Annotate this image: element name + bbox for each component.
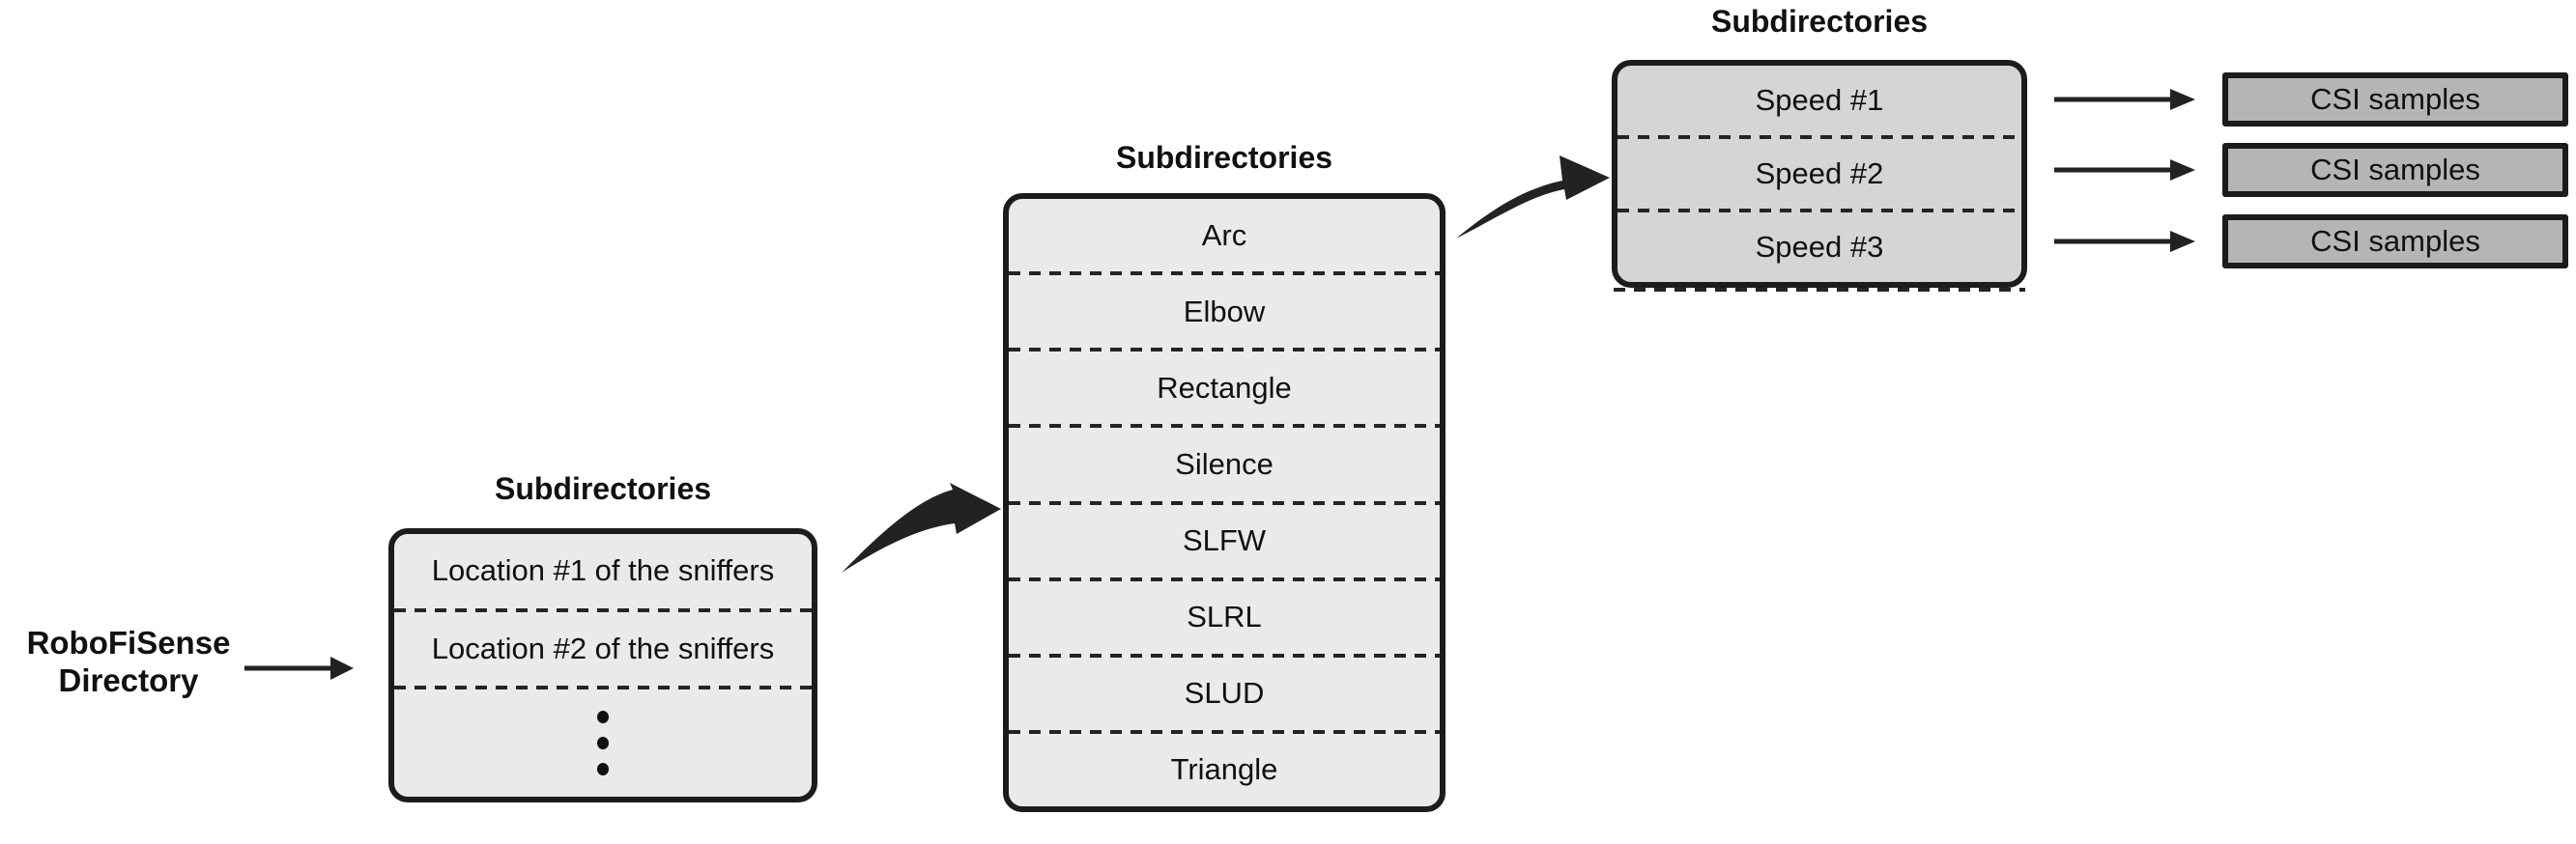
csi-samples-box-2: CSI samples — [2222, 143, 2568, 197]
speeds-row-2: Speed #2 — [1755, 156, 1884, 190]
activities-box: Arc Elbow Rectangle Silence SLFW SLRL SL… — [1003, 193, 1445, 812]
locations-row-1: Location #1 of the sniffers — [431, 553, 775, 588]
arrow-head — [2170, 89, 2195, 110]
dashed-divider — [1009, 500, 1440, 505]
arrow-speed3-to-csi-icon — [2054, 231, 2195, 252]
arrow-root-to-locations-icon — [244, 657, 354, 680]
dashed-divider — [394, 607, 812, 612]
activities-row-slud: SLUD — [1184, 676, 1265, 711]
speeds-row-3: Speed #3 — [1755, 230, 1884, 264]
activities-row-triangle: Triangle — [1170, 752, 1278, 787]
speeds-box: Speed #1 Speed #2 Speed #3 — [1612, 60, 2027, 288]
dashed-divider — [1009, 271, 1440, 276]
arrow-head — [2170, 231, 2195, 252]
arrow-head — [330, 657, 354, 680]
curved-arrow-activities-to-speeds-icon — [1456, 155, 1610, 239]
root-directory-label-line1: RoboFiSense — [26, 625, 231, 661]
locations-box: Location #1 of the sniffers Location #2 … — [388, 528, 817, 802]
activities-row-rectangle: Rectangle — [1157, 370, 1292, 405]
subdirectories-title-speeds: Subdirectories — [1710, 4, 1929, 39]
dashed-divider — [1009, 577, 1440, 581]
csi-samples-box-3: CSI samples — [2222, 214, 2568, 268]
dashed-divider — [1617, 135, 2021, 139]
dashed-divider — [394, 686, 812, 690]
ellipsis-dot — [597, 737, 609, 749]
csi-samples-box-1: CSI samples — [2222, 72, 2568, 127]
activities-row-arc: Arc — [1201, 217, 1247, 252]
root-directory-label-line2: Directory — [58, 662, 199, 698]
activities-row-slfw: SLFW — [1182, 523, 1267, 558]
arrow-head — [2170, 159, 2195, 181]
dashed-divider — [1009, 729, 1440, 734]
activities-row-silence: Silence — [1175, 446, 1274, 481]
arrow-speed1-to-csi-icon — [2054, 89, 2195, 110]
ellipsis-dot — [597, 763, 609, 775]
speeds-row-1: Speed #1 — [1755, 83, 1884, 117]
root-directory-label: RoboFiSense Directory — [14, 624, 243, 699]
vertical-ellipsis-icon — [394, 689, 812, 797]
subdirectories-title-activities: Subdirectories — [1115, 140, 1333, 175]
activities-row-elbow: Elbow — [1183, 294, 1266, 328]
dashed-divider — [1617, 209, 2021, 212]
dashed-divider — [1009, 348, 1440, 352]
ellipsis-dot — [597, 711, 609, 723]
arrow-speed2-to-csi-icon — [2054, 159, 2195, 181]
dashed-divider — [1009, 653, 1440, 658]
curved-arrow-locations-to-activities-icon — [842, 483, 1001, 573]
dashed-continuation-line — [1614, 288, 2025, 292]
dashed-divider — [1009, 424, 1440, 429]
subdirectories-title-locations: Subdirectories — [494, 471, 712, 506]
locations-row-2: Location #2 of the sniffers — [431, 631, 775, 665]
activities-row-slrl: SLRL — [1187, 600, 1262, 634]
